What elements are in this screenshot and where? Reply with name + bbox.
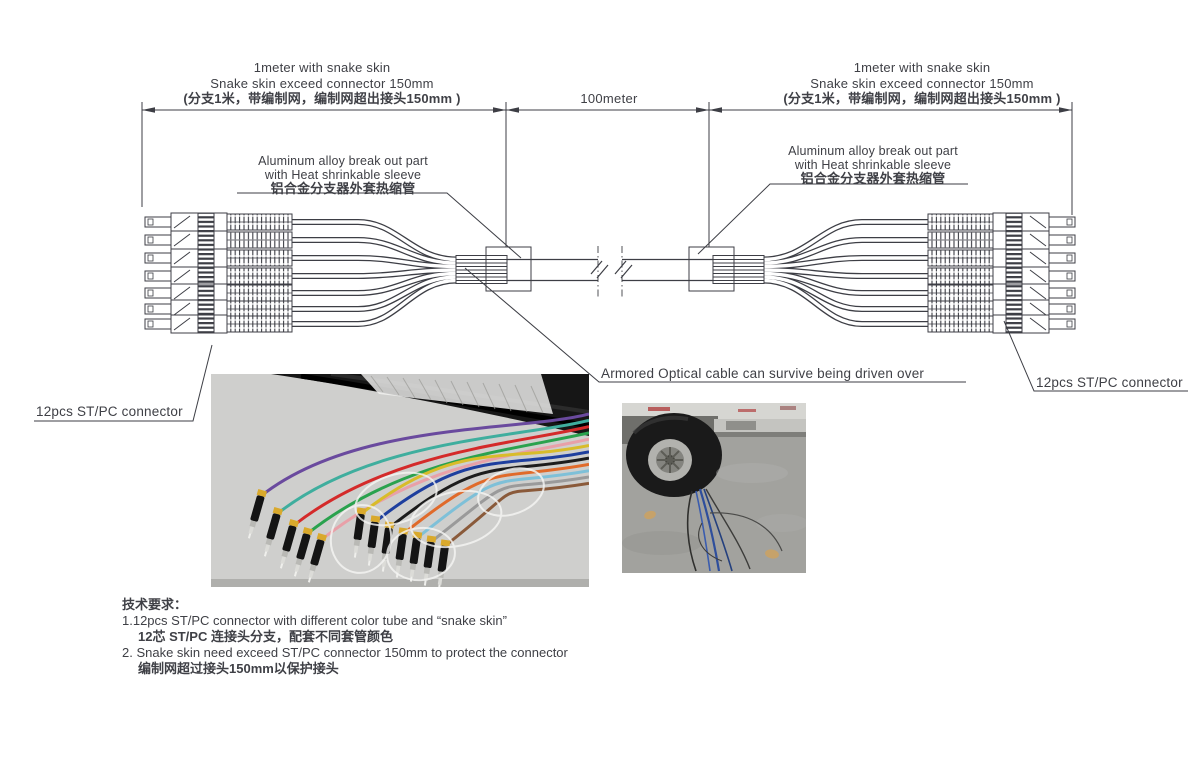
left-connector-assembly	[144, 212, 598, 334]
left-breakout-callout: Aluminum alloy break out part with Heat …	[235, 154, 451, 196]
debris	[644, 510, 656, 520]
ground-texture	[622, 463, 806, 559]
callout-line-zh: 铝合金分支器外套热缩管	[270, 181, 416, 196]
colored-fiber-wires	[260, 412, 589, 548]
note-line-zh: (分支1米，带编制网，编制网超出接头150mm )	[783, 91, 1061, 106]
right-connector-assembly	[622, 212, 1076, 334]
dimension-lines	[141, 102, 1073, 247]
fiber-breakout-photo	[211, 374, 589, 587]
tech-item-2-zh: 编制网超过接头150mm以保护接头	[138, 661, 339, 676]
callout-line-zh: 铝合金分支器外套热缩管	[800, 171, 946, 186]
left-branch-dimension-note: 1meter with snake skin Snake skin exceed…	[150, 60, 494, 107]
leader-lines	[34, 183, 1188, 422]
tech-requirements: 技术要求： 1.12pcs ST/PC connector with diffe…	[122, 597, 682, 677]
cable-break-symbols	[590, 246, 633, 297]
black-cable-bundle	[271, 374, 589, 436]
tech-item-1-en: 1.12pcs ST/PC connector with different c…	[122, 613, 507, 628]
note-line: Snake skin exceed connector 150mm	[210, 75, 434, 91]
right-breakout-callout: Aluminum alloy break out part with Heat …	[765, 144, 981, 186]
callout-line: Aluminum alloy break out part	[788, 144, 958, 158]
center-length-dimension: 100meter	[580, 91, 638, 106]
callout-line: with Heat shrinkable sleeve	[264, 167, 422, 182]
st-connectors	[247, 488, 451, 587]
callout-line: with Heat shrinkable sleeve	[794, 157, 952, 172]
debris	[765, 549, 779, 559]
run-over-cables	[686, 488, 783, 572]
note-line: 1meter with snake skin	[253, 60, 391, 75]
tech-heading: 技术要求：	[122, 597, 188, 612]
note-line: Snake skin exceed connector 150mm	[810, 75, 1034, 91]
right-branch-dimension-note: 1meter with snake skin Snake skin exceed…	[750, 60, 1094, 107]
tech-item-2-en: 2. Snake skin need exceed ST/PC connecto…	[122, 645, 568, 660]
truck-wheel	[626, 413, 722, 497]
armored-cable-note: Armored Optical cable can survive being …	[601, 366, 925, 381]
dimension-arrowheads	[142, 107, 1072, 113]
tech-item-1-zh: 12芯 ST/PC 连接头分支，配套不同套管颜色	[138, 629, 393, 644]
clear-tube-loops	[329, 467, 545, 582]
cable-driven-over-photo	[622, 403, 806, 573]
note-line-zh: (分支1米，带编制网，编制网超出接头150mm )	[183, 91, 461, 106]
callout-line: Aluminum alloy break out part	[258, 154, 428, 168]
right-connector-label: 12pcs ST/PC connector	[1036, 375, 1183, 390]
note-line: 1meter with snake skin	[853, 60, 991, 75]
left-connector-label: 12pcs ST/PC connector	[36, 404, 183, 419]
